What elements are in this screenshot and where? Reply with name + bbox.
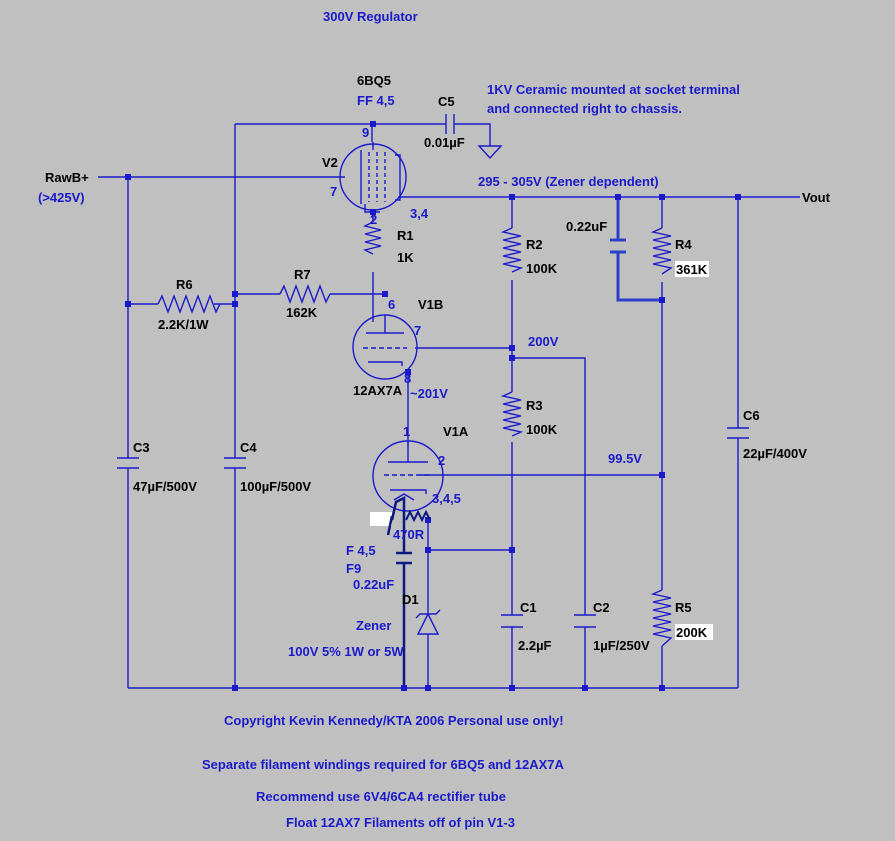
note-rectifier: Recommend use 6V4/6CA4 rectifier tube — [256, 789, 506, 804]
r7-value-label: 162K — [286, 305, 318, 320]
r5-value-label: 200K — [676, 625, 708, 640]
f9-label: F9 — [346, 561, 361, 576]
c4-value-label: 100µF/500V — [240, 479, 311, 494]
v1a-pin-heater-label: 3,4,5 — [432, 491, 461, 506]
c1-ref-label: C1 — [520, 600, 537, 615]
v1b-ref-label: V1B — [418, 297, 443, 312]
f45-label: F 4,5 — [346, 543, 376, 558]
c3-value-label: 47µF/500V — [133, 479, 197, 494]
v-99-5-label: 99.5V — [608, 451, 642, 466]
tube-v1b-symbol — [352, 314, 418, 380]
c6-ref-label: C6 — [743, 408, 760, 423]
wires — [98, 123, 800, 689]
capacitors — [117, 114, 749, 628]
r3-value-label: 100K — [526, 422, 558, 437]
v2-pin-grid-label: 7 — [330, 184, 337, 199]
v1a-pin-grid-label: 2 — [438, 453, 445, 468]
v2-pin-cathode-label: 2 — [370, 212, 377, 227]
note-copyright: Copyright Kevin Kennedy/KTA 2006 Persona… — [224, 713, 564, 728]
fil-cap-value-label: 0.22uF — [353, 577, 394, 592]
r2-ref-label: R2 — [526, 237, 543, 252]
title: 300V Regulator — [323, 9, 418, 24]
d1-ref-label: D1 — [402, 592, 419, 607]
v2-pin-plate-label: 9 — [362, 125, 369, 140]
r4-value-box — [675, 261, 709, 277]
junction-dots — [125, 121, 741, 691]
zener-spec-label: 100V 5% 1W or 5W — [288, 644, 404, 659]
c3-ref-label: C3 — [133, 440, 150, 455]
c1-value-label: 2.2µF — [518, 638, 552, 653]
c2-ref-label: C2 — [593, 600, 610, 615]
v2-type-label: 6BQ5 — [357, 73, 391, 88]
tube-v1a-symbol — [372, 440, 444, 512]
r4-value-label: 361K — [676, 262, 708, 277]
c5-note-line1: 1KV Ceramic mounted at socket terminal — [487, 82, 740, 97]
c5-value-label: 0.01µF — [424, 135, 465, 150]
vout-label: Vout — [802, 190, 831, 205]
zener-label: Zener — [356, 618, 391, 633]
zener-d1-symbol — [415, 609, 441, 635]
c2-value-label: 1µF/250V — [593, 638, 650, 653]
tube-v2-symbol — [339, 142, 407, 213]
r470-value-label: 470R — [393, 527, 425, 542]
rawb-voltage-label: (>425V) — [38, 190, 85, 205]
v-201-label: ~201V — [410, 386, 448, 401]
filament-scribble — [370, 495, 406, 536]
r7-ref-label: R7 — [294, 267, 311, 282]
v2-pin-screen-label: 3,4 — [410, 206, 429, 221]
v1b-pin-cathode-label: 8 — [404, 371, 411, 386]
resistors — [157, 221, 673, 647]
rawb-label: RawB+ — [45, 170, 89, 185]
v1b-pin-plate-label: 6 — [388, 297, 395, 312]
c5-ref-label: C5 — [438, 94, 455, 109]
v1b-pin-grid-label: 7 — [414, 323, 421, 338]
v-200-label: 200V — [528, 334, 559, 349]
r3-ref-label: R3 — [526, 398, 543, 413]
c5-note-line2: and connected right to chassis. — [487, 101, 682, 116]
note-float-filaments: Float 12AX7 Filaments off of pin V1-3 — [286, 815, 515, 830]
v1a-ref-label: V1A — [443, 424, 469, 439]
speedup-cap-value-label: 0.22uF — [566, 219, 607, 234]
r6-value-label: 2.2K/1W — [158, 317, 209, 332]
r4-ref-label: R4 — [675, 237, 692, 252]
r6-ref-label: R6 — [176, 277, 193, 292]
r5-ref-label: R5 — [675, 600, 692, 615]
c4-ref-label: C4 — [240, 440, 257, 455]
r1-value-label: 1K — [397, 250, 414, 265]
r1-ref-label: R1 — [397, 228, 414, 243]
v1b-type-label: 12AX7A — [353, 383, 403, 398]
r2-value-label: 100K — [526, 261, 558, 276]
v2-ref-label: V2 — [322, 155, 338, 170]
c6-value-label: 22µF/400V — [743, 446, 807, 461]
v2-filament-label: FF 4,5 — [357, 93, 395, 108]
r5-value-box — [675, 624, 713, 640]
vout-range-label: 295 - 305V (Zener dependent) — [478, 174, 659, 189]
note-filament-windings: Separate filament windings required for … — [202, 757, 565, 772]
v1a-pin-plate-label: 1 — [403, 424, 410, 439]
